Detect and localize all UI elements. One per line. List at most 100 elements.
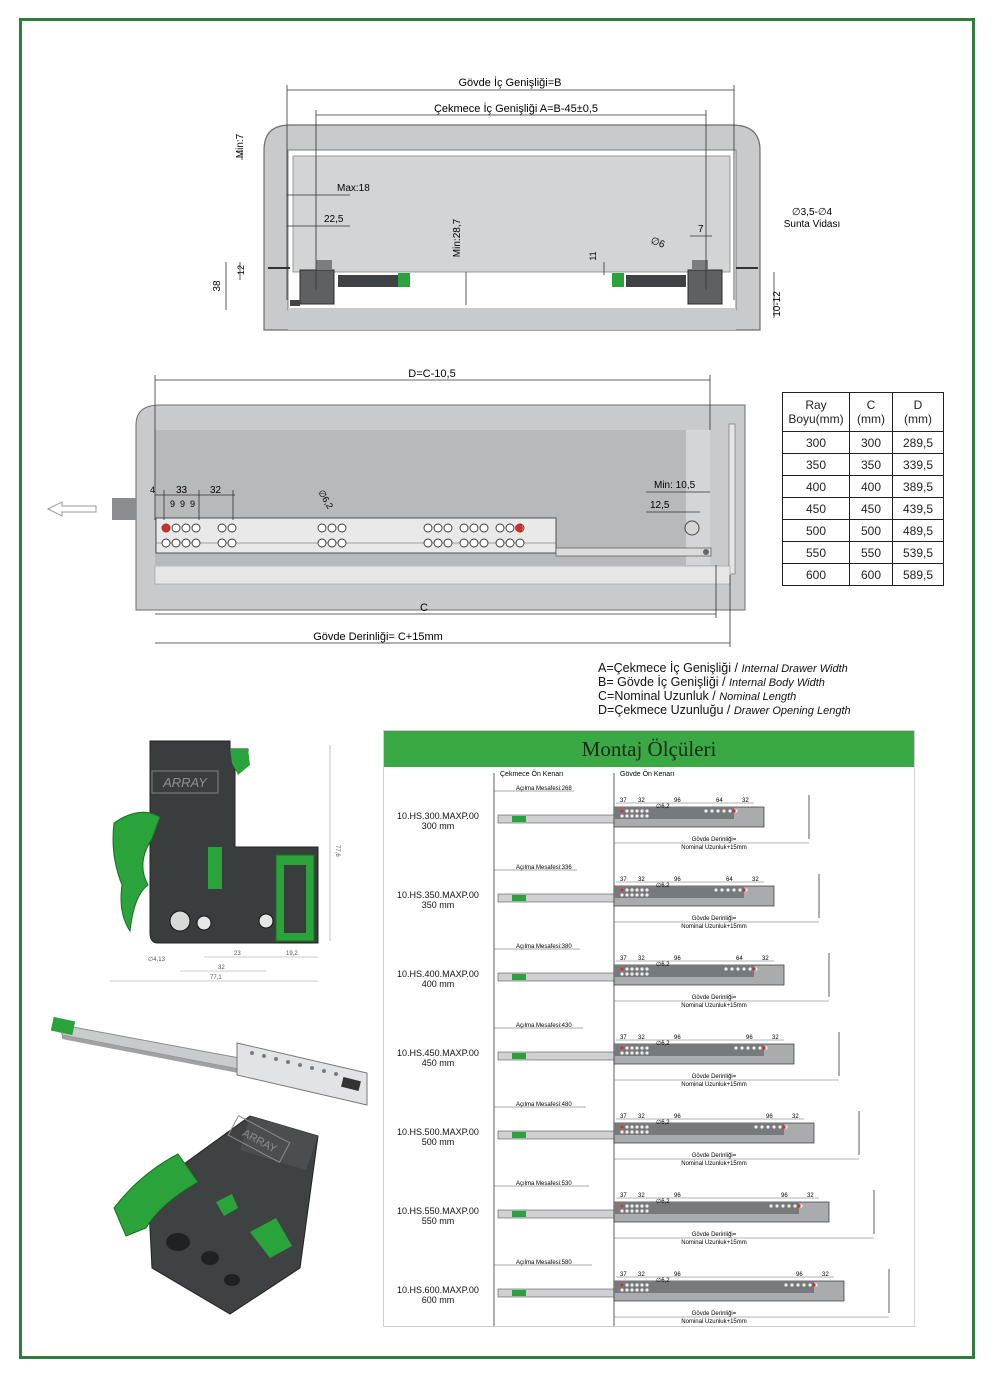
dim-32b: 32 [822, 1272, 829, 1278]
side-view-drawing: D=C-10,5 C Gövde Derinliği= C+15mm 4 33 … [46, 368, 746, 647]
depth-label-2: Nominal Uzunluk+15mm [681, 1240, 747, 1246]
dim-64: 96 [781, 1193, 788, 1199]
opening-distance-label: Açılma Mesafesi:430 [516, 1023, 572, 1029]
depth-label-2: Nominal Uzunluk+15mm [681, 924, 747, 930]
table-cell: 439,5 [892, 497, 944, 520]
legend-item-b: B= Gövde İç Genişliği / Internal Body Wi… [598, 675, 825, 690]
min7-label: Min:7 [235, 133, 246, 158]
table-cell: 289,5 [892, 431, 944, 454]
dim-32b: 32 [742, 798, 749, 804]
legend-item-d: D=Çekmece Uzunluğu / Drawer Opening Leng… [598, 703, 851, 718]
clip-brand-text: ARRAY [162, 775, 208, 790]
dim-phi62: ∅6,2 [656, 882, 670, 889]
rail-code: 10.HS.600.MAXP.00 [397, 1285, 479, 1295]
dim-96: 96 [674, 1272, 681, 1278]
d7-label: 7 [698, 224, 704, 235]
body-width-label: Gövde İç Genişliği=B [458, 76, 561, 89]
dim-phi62: ∅6,2 [656, 1198, 670, 1205]
rail-size: 450 mm [421, 1058, 455, 1068]
opening-distance-label: Açılma Mesafesi:268 [516, 786, 572, 792]
clip-dim-hole: ∅4,13 [148, 956, 166, 963]
dim-32b: 32 [772, 1035, 779, 1041]
clip-dim-19-2: 19,2 [286, 951, 298, 957]
dim-phi62: ∅6,2 [656, 1040, 670, 1047]
dim-32b: 32 [792, 1114, 799, 1120]
dim-37: 37 [620, 1272, 627, 1278]
top-section-drawing: Gövde İç Genişliği=B Çekmece İç Genişliğ… [212, 76, 840, 331]
rail-size: 500 mm [421, 1137, 455, 1147]
max18-label: Max:18 [337, 183, 370, 194]
table-cell: 400 [782, 475, 850, 498]
legend-item-a: A=Çekmece İç Genişliği / Internal Drawer… [598, 661, 848, 676]
table-cell: 550 [849, 541, 893, 564]
depth-label-2: Nominal Uzunluk+15mm [681, 1319, 747, 1325]
rail-size: 300 mm [421, 821, 455, 831]
depth-label: Gövde Derinliği= [692, 995, 737, 1001]
dim-32b: 32 [762, 956, 769, 962]
table-cell: 500 [849, 519, 893, 542]
opening-distance-label: Açılma Mesafesi:480 [516, 1102, 572, 1108]
col-body-label: Gövde Ön Kenarı [620, 770, 675, 778]
col-front-label: Çekmece Ön Kenarı [500, 770, 563, 778]
d33-label: 33 [176, 485, 188, 496]
depth-label: Gövde Derinliği= C+15mm [313, 631, 443, 643]
depth-label-2: Nominal Uzunluk+15mm [681, 1082, 747, 1088]
dim-64: 96 [746, 1035, 753, 1041]
dim-32b: 32 [807, 1193, 814, 1199]
d10-12-label: 10-12 [772, 291, 783, 317]
rail-code: 10.HS.450.MAXP.00 [397, 1048, 479, 1058]
dim-37: 37 [620, 798, 627, 804]
d9-label-a: 9 [170, 499, 175, 509]
dim-37: 37 [620, 1193, 627, 1199]
dim-32: 32 [638, 1272, 645, 1278]
dim-37: 37 [620, 1114, 627, 1120]
table-cell: 600 [782, 563, 850, 586]
table-cell: 300 [849, 431, 893, 454]
dim-32b: 32 [752, 877, 759, 883]
table-cell: 350 [849, 453, 893, 476]
dim-phi62: ∅6,2 [656, 1277, 670, 1284]
dim-64: 64 [726, 877, 733, 883]
depth-label: Gövde Derinliği= [692, 1074, 737, 1080]
rail-code: 10.HS.300.MAXP.00 [397, 811, 479, 821]
clip-dim-height: 77,6 [334, 845, 340, 857]
clip-dim-32: 32 [218, 965, 225, 971]
dim-96: 96 [674, 956, 681, 962]
rail-size: 550 mm [421, 1216, 455, 1226]
d12-5-label: 12,5 [650, 500, 670, 511]
depth-label: Gövde Derinliği= [692, 837, 737, 843]
d9-label-b: 9 [180, 499, 185, 509]
montaj-title: Montaj Ölçüleri [384, 731, 914, 767]
rail-size: 400 mm [421, 979, 455, 989]
dim-37: 37 [620, 877, 627, 883]
table-cell: 489,5 [892, 519, 944, 542]
clip-dim-23: 23 [234, 951, 241, 957]
dim-64: 64 [736, 956, 743, 962]
montaj-diagram: Çekmece Ön Kenarı Gövde Ön Kenarı Açılma… [493, 770, 890, 1326]
min10-5-label: Min: 10,5 [654, 480, 696, 491]
table-cell: 300 [782, 431, 850, 454]
dim-32: 32 [638, 1193, 645, 1199]
opening-distance-label: Açılma Mesafesi:380 [516, 944, 572, 950]
d11-label: 11 [588, 251, 598, 260]
dim-phi62: ∅6,2 [656, 961, 670, 968]
table-cell: 450 [782, 497, 850, 520]
rail-code: 10.HS.350.MAXP.00 [397, 890, 479, 900]
dim-32: 32 [638, 956, 645, 962]
dim-96: 96 [674, 877, 681, 883]
legend: A=Çekmece İç Genişliği / Internal Drawer… [598, 662, 851, 718]
rail-size: 350 mm [421, 900, 455, 910]
depth-label-2: Nominal Uzunluk+15mm [681, 1003, 747, 1009]
header-c: C(mm) [849, 392, 893, 432]
